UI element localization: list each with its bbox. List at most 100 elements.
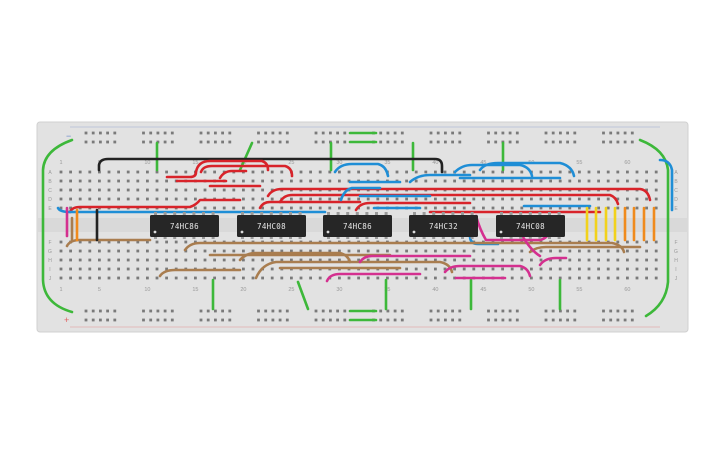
rail-hole bbox=[314, 140, 318, 144]
rail-hole bbox=[278, 318, 282, 322]
terminal-hole bbox=[414, 276, 418, 280]
terminal-hole bbox=[59, 179, 63, 183]
rail-hole bbox=[228, 318, 232, 322]
rail-hole bbox=[214, 131, 217, 135]
rail-hole bbox=[206, 309, 210, 313]
rail-hole bbox=[113, 318, 117, 322]
rail-hole bbox=[544, 131, 548, 135]
terminal-hole bbox=[424, 258, 428, 262]
rail-hole bbox=[515, 309, 519, 313]
rail-hole bbox=[271, 131, 275, 135]
column-number: 10 bbox=[144, 160, 150, 166]
rail-hole bbox=[400, 309, 404, 313]
terminal-hole bbox=[443, 267, 447, 271]
terminal-hole bbox=[405, 267, 408, 271]
terminal-hole bbox=[482, 197, 485, 201]
ic-pin bbox=[327, 212, 330, 216]
terminal-hole bbox=[606, 249, 610, 253]
rail-hole bbox=[99, 309, 102, 313]
terminal-hole bbox=[78, 240, 82, 244]
terminal-hole bbox=[530, 258, 533, 262]
rail-hole bbox=[623, 309, 627, 313]
terminal-hole bbox=[654, 197, 658, 201]
ic-pin bbox=[461, 212, 464, 216]
terminal-hole bbox=[520, 267, 524, 271]
ic-pin bbox=[298, 212, 302, 216]
terminal-hole bbox=[136, 179, 140, 183]
red-wire bbox=[68, 198, 242, 214]
terminal-hole bbox=[184, 276, 188, 280]
row-letter: F bbox=[48, 240, 51, 246]
terminal-hole bbox=[69, 170, 72, 174]
rail-hole bbox=[630, 131, 634, 135]
rail-hole bbox=[84, 318, 88, 322]
terminal-hole bbox=[107, 276, 111, 280]
rail-hole bbox=[630, 309, 634, 313]
terminal-hole bbox=[510, 206, 514, 210]
terminal-hole bbox=[194, 249, 197, 253]
rail-hole bbox=[106, 131, 109, 135]
terminal-hole bbox=[242, 249, 245, 253]
terminal-hole bbox=[98, 188, 101, 192]
rail-hole bbox=[544, 318, 548, 322]
terminal-hole bbox=[69, 206, 72, 210]
terminal-hole bbox=[453, 179, 456, 183]
terminal-hole bbox=[88, 240, 92, 244]
terminal-hole bbox=[626, 197, 629, 201]
terminal-hole bbox=[117, 249, 120, 253]
terminal-hole bbox=[261, 197, 264, 201]
terminal-hole bbox=[597, 258, 600, 262]
terminal-hole bbox=[203, 276, 207, 280]
terminal-hole bbox=[318, 179, 322, 183]
rail-hole bbox=[84, 131, 88, 135]
ic-pin bbox=[250, 212, 254, 216]
terminal-hole bbox=[472, 249, 476, 253]
wires-over bbox=[75, 206, 656, 242]
terminal-hole bbox=[155, 276, 159, 280]
terminal-hole bbox=[616, 267, 620, 271]
terminal-hole bbox=[328, 206, 332, 210]
terminal-hole bbox=[434, 179, 437, 183]
terminal-hole bbox=[597, 206, 600, 210]
terminal-hole bbox=[654, 170, 658, 174]
terminal-hole bbox=[146, 267, 149, 271]
terminal-hole bbox=[510, 276, 514, 280]
terminal-hole bbox=[213, 249, 216, 253]
terminal-hole bbox=[366, 276, 370, 280]
red-wire bbox=[258, 200, 362, 210]
terminal-hole bbox=[347, 206, 351, 210]
terminal-hole bbox=[59, 267, 63, 271]
row-letter: G bbox=[674, 249, 678, 255]
terminal-hole bbox=[578, 179, 581, 183]
terminal-hole bbox=[146, 188, 149, 192]
terminal-hole bbox=[520, 179, 524, 183]
terminal-hole bbox=[126, 267, 130, 271]
rail-hole bbox=[321, 309, 325, 313]
terminal-hole bbox=[309, 197, 312, 201]
terminal-hole bbox=[386, 276, 389, 280]
rail-hole bbox=[257, 140, 260, 144]
rail-hole bbox=[458, 131, 462, 135]
rail-hole bbox=[142, 140, 145, 144]
terminal-hole bbox=[155, 179, 159, 183]
row-letter: J bbox=[675, 276, 678, 282]
brown-wire bbox=[158, 268, 242, 278]
column-number: 55 bbox=[576, 287, 582, 293]
terminal-hole bbox=[587, 276, 591, 280]
terminal-hole bbox=[539, 197, 543, 201]
row-letter: C bbox=[48, 188, 52, 194]
column-number: 25 bbox=[288, 287, 294, 293]
terminal-hole bbox=[155, 267, 159, 271]
ic-pin bbox=[528, 212, 532, 216]
terminal-hole bbox=[88, 249, 92, 253]
terminal-hole bbox=[78, 179, 82, 183]
terminal-hole bbox=[597, 276, 600, 280]
terminal-hole bbox=[366, 206, 370, 210]
rail-hole bbox=[393, 131, 397, 135]
row-letter: B bbox=[674, 179, 678, 185]
terminal-hole bbox=[155, 258, 159, 262]
terminal-hole bbox=[194, 206, 197, 210]
terminal-hole bbox=[558, 249, 562, 253]
blue-wire bbox=[658, 158, 674, 212]
terminal-hole bbox=[424, 206, 428, 210]
